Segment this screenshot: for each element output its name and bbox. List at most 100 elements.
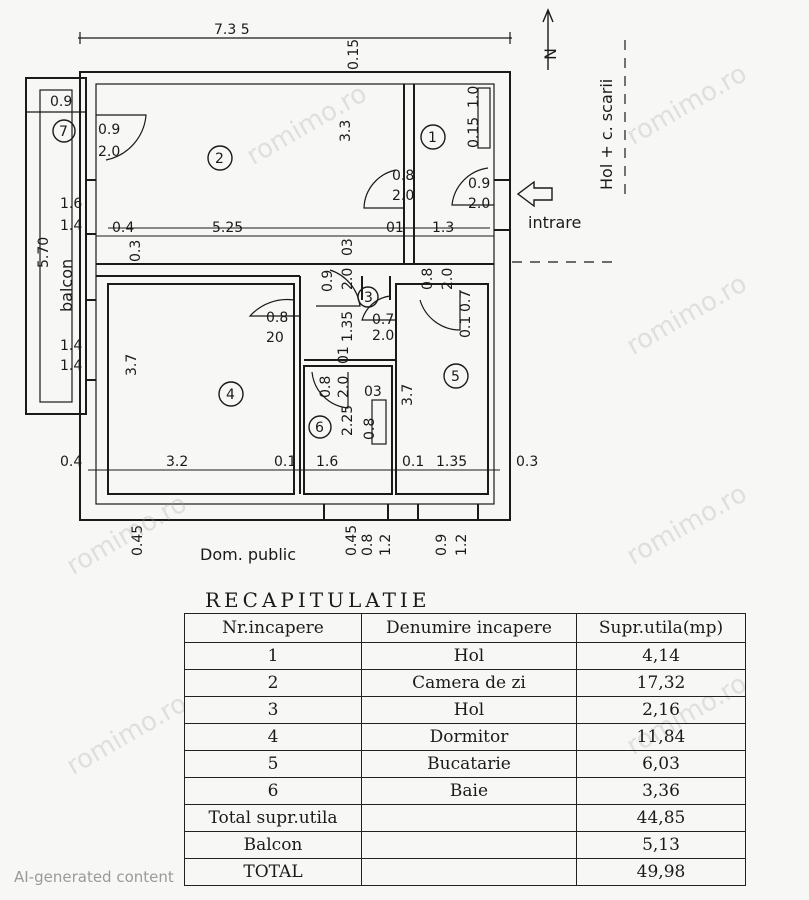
dim-door-5-w: 0.7 [458, 290, 474, 312]
dim-ext-08: 0.8 [360, 534, 376, 556]
dim-room1-w: 1.0 [466, 86, 482, 108]
dim-bottom-03: 0.3 [516, 454, 538, 470]
dim-room1-width: 1.3 [432, 220, 454, 236]
cell-nr: 4 [184, 723, 362, 751]
dim-door-3b: 0.7 [372, 312, 394, 328]
recap-title: RECAPITULATIE [205, 588, 431, 612]
room-number-3: 3 [364, 290, 373, 306]
dim-total-width: 7.3 5 [214, 22, 250, 38]
total-value: 49,98 [576, 858, 746, 886]
room-number-5: 5 [451, 369, 460, 385]
north-label: N [541, 48, 560, 60]
room-number-2: 2 [215, 151, 224, 167]
cell-area: 11,84 [576, 723, 746, 751]
cell-name: Bucatarie [361, 750, 577, 778]
dim-door-entry-h: 2.0 [468, 196, 490, 212]
cell-name: Hol [361, 642, 577, 670]
dim-door-6-t: 01 [336, 346, 352, 364]
total-row: TOTAL 49,98 [184, 858, 746, 886]
dim-door-3b-h: 2.0 [372, 328, 394, 344]
cell-nr: 1 [184, 642, 362, 670]
dim-balcony-lower-b: 1.4 [60, 358, 82, 374]
cell-area: 4,14 [576, 642, 746, 670]
dim-bath-225: 2.25 [340, 405, 356, 436]
dim-door-4: 0.8 [266, 310, 288, 326]
header-denumire: Denumire incapere [361, 613, 577, 643]
dim-bath-width: 1.6 [316, 454, 338, 470]
dim-door-3a-h: 2.0 [340, 268, 356, 290]
cell-nr: 6 [184, 777, 362, 805]
room-number-1: 1 [428, 130, 437, 146]
balcon-row: Balcon 5,13 [184, 831, 746, 859]
dim-ext-09: 0.9 [434, 534, 450, 556]
floor-plan: 7.3 5 0.15 0.9 0.9 2.0 3.3 1.0 0.15 0.8 … [25, 8, 626, 564]
label-intrare: intrare [528, 213, 581, 232]
dim-room5-width: 1.35 [436, 454, 467, 470]
dim-top-wall: 0.15 [346, 39, 362, 70]
dim-balcony-upper: 1.6 [60, 196, 82, 212]
label-balcon: balcon [57, 259, 76, 312]
dim-balcony-upper-b: 1.4 [60, 218, 82, 234]
dim-door-3a-t: 03 [340, 238, 356, 256]
dim-ext-045: 0.45 [130, 525, 146, 556]
total-label: TOTAL [184, 858, 362, 886]
cell-nr: 5 [184, 750, 362, 778]
dim-bath-08: 0.8 [362, 418, 378, 440]
dim-wall-04: 0.4 [112, 220, 134, 236]
table-header-row: Nr.incapere Denumire incapere Supr.utila… [184, 613, 746, 643]
cell-nr: 3 [184, 696, 362, 724]
cell-nr: 2 [184, 669, 362, 697]
dim-room1-t: 0.15 [466, 117, 482, 148]
dim-door-5-h: 2.0 [440, 268, 456, 290]
balcon-label: Balcon [184, 831, 362, 859]
watermark: romimo.ro [61, 688, 193, 782]
dim-bath-03: 03 [364, 384, 382, 400]
ai-generated-label: AI-generated content [14, 868, 174, 886]
dim-bottom-04: 0.4 [60, 454, 82, 470]
dim-door-1-h: 2.0 [392, 188, 414, 204]
dim-door-5-t: 0.1 [458, 316, 474, 338]
cell-area: 6,03 [576, 750, 746, 778]
dim-door-entry: 0.9 [468, 176, 490, 192]
dim-door-7: 0.9 [98, 122, 120, 138]
label-hol-scarii: Hol + c. scarii [597, 79, 616, 190]
dim-room2-width: 5.25 [212, 220, 243, 236]
dim-door-5: 0.8 [420, 268, 436, 290]
label-dom-public: Dom. public [200, 545, 296, 564]
dim-door-1: 0.8 [392, 168, 414, 184]
dim-ext-12b: 1.2 [454, 534, 470, 556]
cell-name: Camera de zi [361, 669, 577, 697]
header-suprafata: Supr.utila(mp) [576, 613, 746, 643]
dim-ext-12: 1.2 [378, 534, 394, 556]
dim-room5-height: 3.7 [400, 384, 416, 406]
total-util-value: 44,85 [576, 804, 746, 832]
dim-wall-01: 01 [386, 220, 404, 236]
balcon-value: 5,13 [576, 831, 746, 859]
dim-bottom-01a: 0.1 [274, 454, 296, 470]
dim-balcony-lower: 1.4 [60, 338, 82, 354]
dim-room4-height: 3.7 [124, 354, 140, 376]
cell-name: Hol [361, 696, 577, 724]
dim-room2-height: 3.3 [338, 120, 354, 142]
dim-balcony-total: 5.70 [36, 237, 52, 268]
dim-door-7-h: 2.0 [98, 144, 120, 160]
cell-area: 3,36 [576, 777, 746, 805]
room-number-4: 4 [226, 387, 235, 403]
dim-window-7: 0.9 [50, 94, 72, 110]
dim-wall-03: 0.3 [128, 240, 144, 262]
room-number-7: 7 [59, 124, 68, 140]
room-number-6: 6 [315, 420, 324, 436]
dim-ext-045b: 0.45 [344, 525, 360, 556]
dim-door-6-h: 2.0 [336, 376, 352, 398]
empty-cell [361, 804, 577, 832]
dim-door-3a: 0.9 [320, 270, 336, 292]
empty-cell [361, 858, 577, 886]
dim-bottom-01b: 0.1 [402, 454, 424, 470]
dim-hall-135: 1.35 [340, 311, 356, 342]
